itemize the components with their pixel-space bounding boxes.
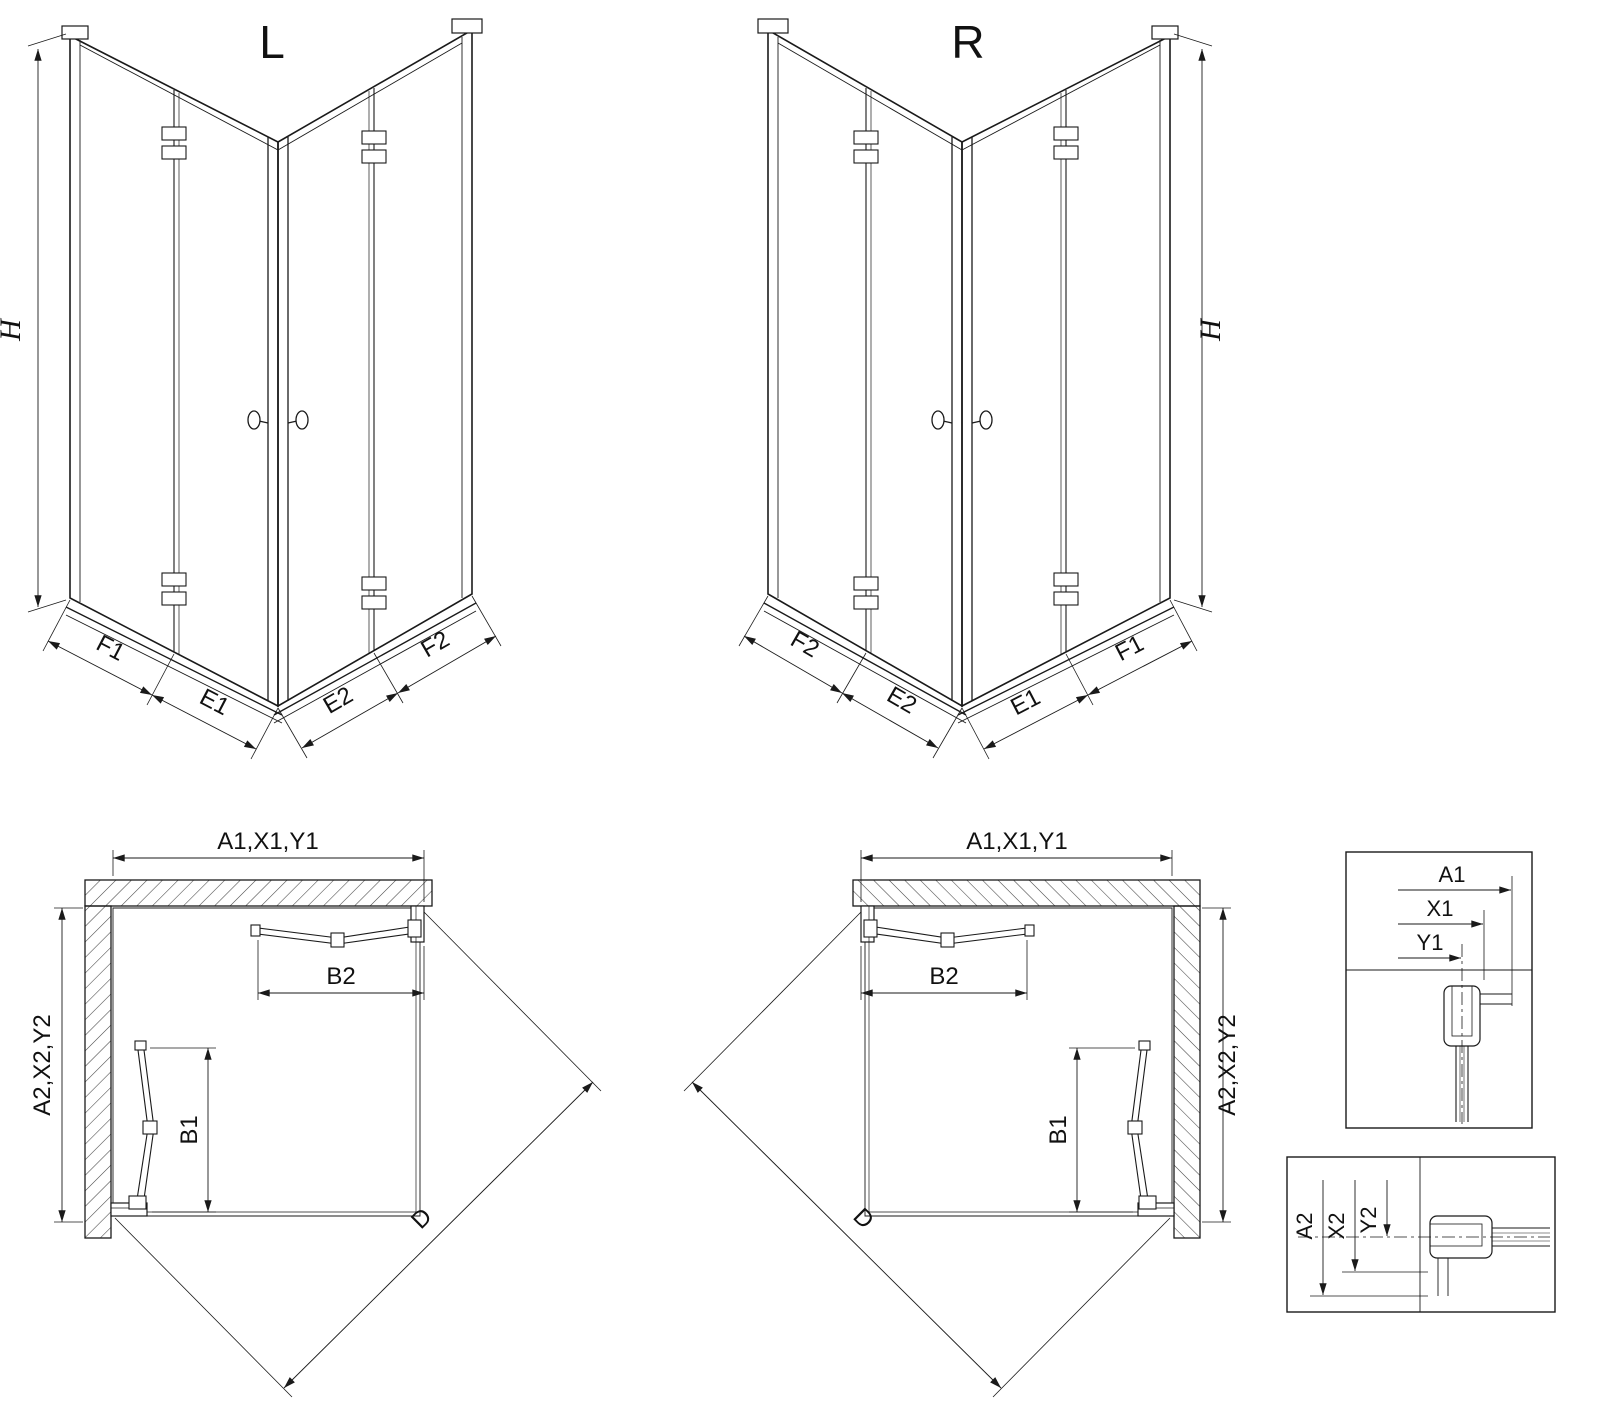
detail-y2-label: Y2 <box>1356 1207 1381 1234</box>
variant-label-l: L <box>259 16 285 68</box>
plan-r-depth-dim: A2,X2,Y2 <box>1214 1014 1241 1115</box>
detail-depth-references <box>1286 1156 1556 1313</box>
plan-r-b1-dim: B1 <box>1045 1115 1072 1144</box>
glass-clamp-inner <box>1429 1223 1483 1247</box>
detail-width-references <box>1345 851 1533 1129</box>
plan-l-depth-dim: A2,X2,Y2 <box>29 1014 56 1115</box>
plan-l-b1-dim: B1 <box>176 1115 203 1144</box>
detail-x1-label: X1 <box>1427 896 1454 921</box>
plan-r-b2-dim: B2 <box>929 963 958 990</box>
plan-r-width-dim: A1,X1,Y1 <box>966 828 1067 855</box>
detail-y1-label: Y1 <box>1417 930 1444 955</box>
detail-x2-label: X2 <box>1324 1213 1349 1240</box>
detail-frame <box>1345 851 1533 1129</box>
plan-l-b2-dim: B2 <box>326 963 355 990</box>
plan-l-width-dim: A1,X1,Y1 <box>217 828 318 855</box>
detail-frame <box>1286 1156 1556 1313</box>
detail-a2-label: A2 <box>1292 1213 1317 1240</box>
dim-label-h-left: H <box>0 317 27 342</box>
variant-label-r: R <box>951 16 984 68</box>
dim-label-h-right: H <box>1194 317 1227 342</box>
detail-a1-label: A1 <box>1439 862 1466 887</box>
